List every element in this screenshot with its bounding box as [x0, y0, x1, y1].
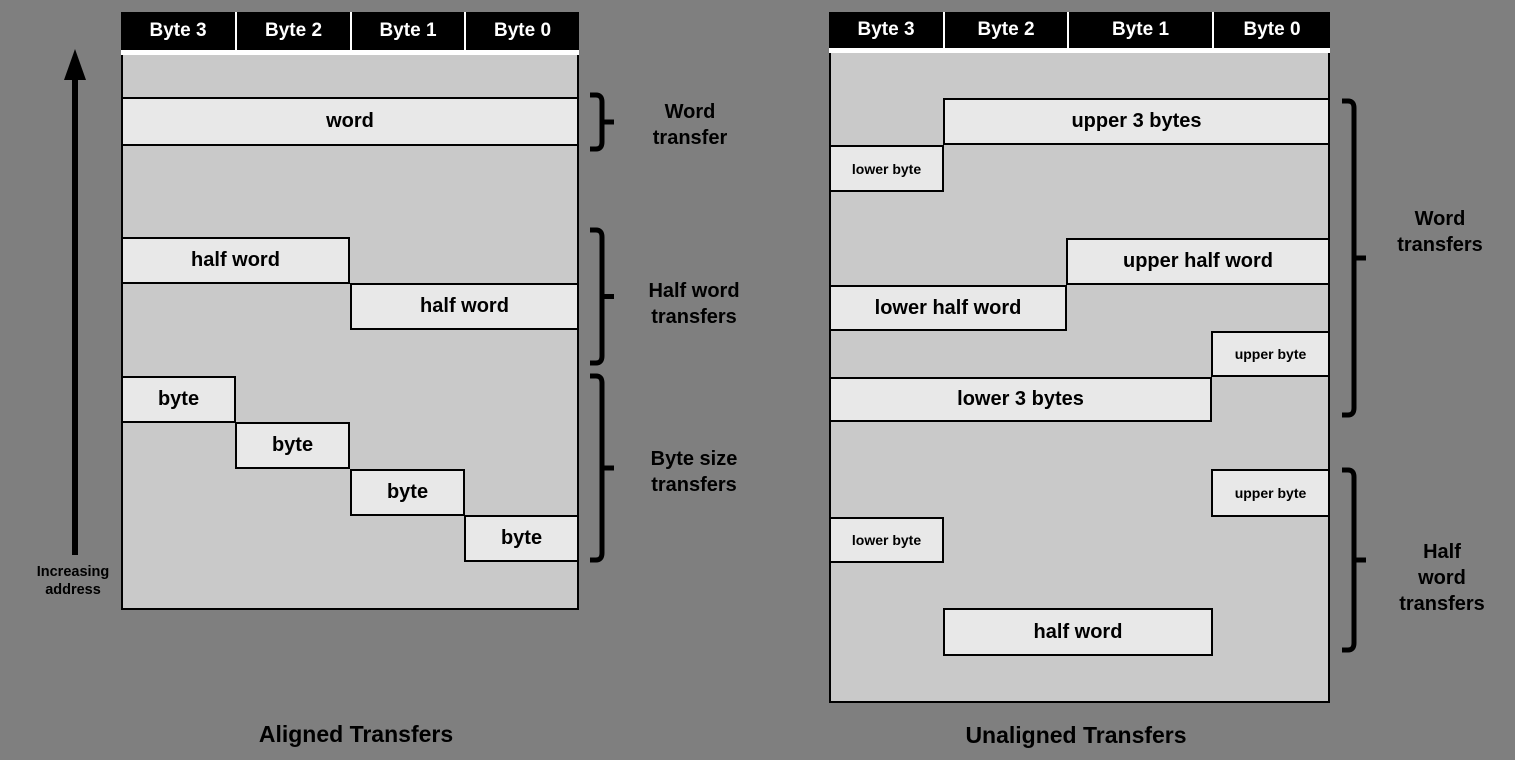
unaligned-upper-half-word-box: upper half word	[1066, 238, 1330, 285]
word-transfer-label: Word transfer	[652, 101, 728, 149]
aligned-byte2-box: byte	[235, 422, 350, 469]
aligned-byte1-box: byte	[350, 469, 465, 516]
unaligned-transfers-caption: Unaligned Transfers	[965, 722, 1187, 748]
byte-size-transfers-label: Byte size transfers	[650, 448, 738, 496]
unaligned-upper-3-bytes-box: upper 3 bytes	[943, 98, 1330, 145]
byte0-column-header: Byte 0	[464, 12, 579, 50]
unaligned-lower-byte-box-2: lower byte	[829, 517, 944, 563]
word-transfer-brace-icon	[590, 92, 614, 152]
half-word-transfers-label: Half word transfers	[648, 280, 740, 328]
aligned-transfers-caption: Aligned Transfers	[258, 721, 454, 747]
unaligned-lower-half-word-box: lower half word	[829, 285, 1067, 331]
half-word-transfers-brace-icon	[590, 227, 614, 366]
unaligned-byte-header: Byte 3 Byte 2 Byte 1 Byte 0	[829, 12, 1330, 48]
byte1-column-header: Byte 1	[1067, 12, 1212, 48]
byte1-column-header: Byte 1	[350, 12, 464, 50]
aligned-byte3-box: byte	[121, 376, 236, 423]
byte2-column-header: Byte 2	[235, 12, 350, 50]
word-transfers-label: Word transfers	[1397, 208, 1483, 256]
aligned-byte-header: Byte 3 Byte 2 Byte 1 Byte 0	[121, 12, 579, 50]
word-transfers-brace-icon	[1342, 98, 1366, 418]
unaligned-panel-top-strip	[829, 48, 1330, 53]
aligned-byte0-box: byte	[464, 515, 579, 562]
byte3-column-header: Byte 3	[857, 19, 915, 40]
increasing-address-arrow-icon	[64, 49, 86, 555]
aligned-half-word-low-box: half word	[350, 283, 579, 330]
increasing-address-label: Increasing address	[36, 564, 110, 598]
half-word-transfers-brace-icon	[1342, 467, 1366, 653]
byte3-column-header: Byte 3	[149, 20, 207, 41]
unaligned-lower-3-bytes-box: lower 3 bytes	[829, 377, 1212, 422]
unaligned-half-word-box: half word	[943, 608, 1213, 656]
unaligned-lower-byte-box: lower byte	[829, 145, 944, 192]
aligned-panel-top-strip	[121, 50, 579, 55]
byte0-column-header: Byte 0	[1212, 12, 1330, 48]
aligned-half-word-high-box: half word	[121, 237, 350, 284]
byte-size-transfers-brace-icon	[590, 373, 614, 563]
unaligned-upper-byte-box-2: upper byte	[1211, 469, 1330, 517]
aligned-word-box: word	[121, 97, 579, 146]
half-word-transfers-label-right: Half word transfers	[1399, 541, 1485, 615]
unaligned-upper-byte-box: upper byte	[1211, 331, 1330, 377]
byte2-column-header: Byte 2	[943, 12, 1067, 48]
